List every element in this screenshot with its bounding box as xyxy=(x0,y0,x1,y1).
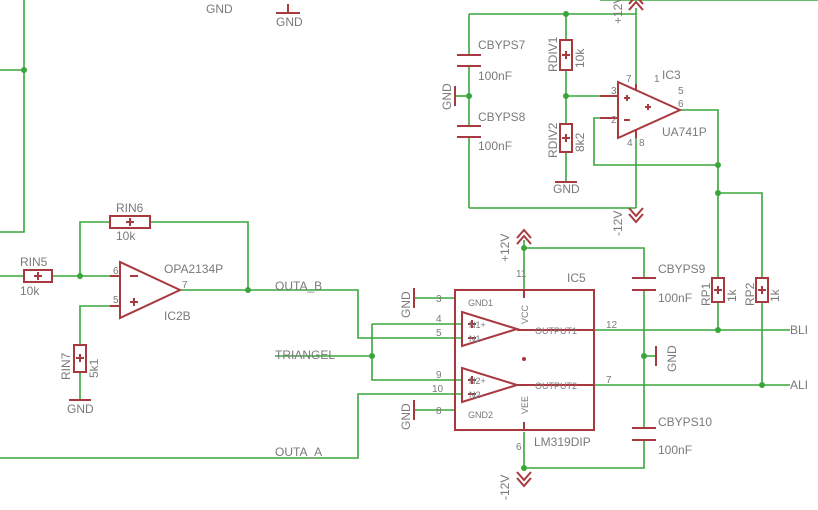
cbyps7-name: CBYPS7 xyxy=(478,38,526,52)
ic5-pin8: 8 xyxy=(436,406,442,417)
cbyps8-name: CBYPS8 xyxy=(478,110,526,124)
ic5-n2p-label: N2+ xyxy=(469,376,486,386)
opamp-ic2b xyxy=(110,260,183,320)
gnd-label-ic5-pin3: GND xyxy=(399,291,413,318)
ic3-name: IC3 xyxy=(662,68,681,82)
rin7-value: 5k1 xyxy=(87,358,101,378)
ic3-pin4: 4 xyxy=(627,138,633,149)
rin5-name: RIN5 xyxy=(20,255,48,269)
resistor-rp1 xyxy=(711,277,725,303)
ic3-pin2: 2 xyxy=(611,115,617,126)
ic5-vee-label: VEE xyxy=(520,396,530,414)
opamp-ic3 xyxy=(600,80,683,140)
ic2b-name: IC2B xyxy=(164,309,191,323)
gnd-label-caps-right: GND xyxy=(665,345,679,372)
ic5-output2-label: OUTPUT2 xyxy=(535,381,577,391)
rp2-name: RP2 xyxy=(743,282,757,306)
ic5-n1m-label: N1- xyxy=(469,334,484,344)
ic5-gnd1-label: GND1 xyxy=(468,298,493,308)
cbyps8-value: 100nF xyxy=(478,139,512,153)
capacitor-cbyps8 xyxy=(457,125,481,138)
ic3-pin8: 8 xyxy=(639,138,645,149)
cbyps9-value: 100nF xyxy=(658,291,692,305)
junctions xyxy=(21,11,765,471)
ic5-output1-label: OUTPUT1 xyxy=(535,326,577,336)
ic5-pin4: 4 xyxy=(436,314,442,325)
ic3-pin3: 3 xyxy=(611,86,617,97)
rin6-value: 10k xyxy=(116,229,136,243)
cbyps10-name: CBYPS10 xyxy=(658,415,712,429)
resistor-rdiv1 xyxy=(559,39,573,71)
resistor-rdiv2 xyxy=(559,123,573,153)
supply-label-ic5-plus: +12V xyxy=(498,234,512,262)
net-label-outa-b: OUTA_B xyxy=(275,279,322,293)
ic5-pin9: 9 xyxy=(436,370,442,381)
ic3-pin5: 5 xyxy=(678,86,684,97)
ic3-pin7: 7 xyxy=(626,74,632,85)
ic2b-pin7: 7 xyxy=(182,280,188,291)
rin5-value: 10k xyxy=(20,284,40,298)
rp1-name: RP1 xyxy=(699,282,713,306)
ic2b-part: OPA2134P xyxy=(164,262,223,276)
rp1-value: 1k xyxy=(725,288,739,302)
net-label-bli: BLI xyxy=(790,323,808,337)
cbyps7-value: 100nF xyxy=(478,69,512,83)
rdiv2-value: 8k2 xyxy=(573,132,587,152)
ic5-pin7: 7 xyxy=(606,375,612,386)
ic3-pin1: 1 xyxy=(654,74,660,85)
rp2-value: 1k xyxy=(768,288,782,302)
cbyps10-value: 100nF xyxy=(658,443,692,457)
gnd-label-top-left: GND xyxy=(206,2,233,16)
ic5-gnd2-label: GND2 xyxy=(468,410,493,420)
ic5-pin11: 11 xyxy=(516,269,527,280)
supply-label-ic3-minus: -12V xyxy=(611,211,625,236)
supply-arrow-ic5-plus xyxy=(516,228,532,245)
supply-arrow-ic3-minus xyxy=(628,207,644,224)
resistor-rin6 xyxy=(109,215,151,229)
ic5-pin3: 3 xyxy=(436,294,442,305)
ic2b-pin6: 6 xyxy=(113,266,119,277)
ic5-pin10: 10 xyxy=(432,384,444,395)
ic3-part: UA741P xyxy=(662,125,707,139)
ic5-pin5: 5 xyxy=(436,328,442,339)
ic5-name: IC5 xyxy=(567,271,586,285)
ic5-vcc-label: VCC xyxy=(520,304,530,324)
ic5-pin12: 12 xyxy=(606,320,618,331)
net-label-ali: ALI xyxy=(790,378,808,392)
rin6-name: RIN6 xyxy=(116,201,144,215)
resistor-rp2 xyxy=(755,277,769,303)
comparator-ic5 xyxy=(454,289,595,431)
gnd-label-top-mid: GND xyxy=(276,15,303,29)
supply-arrow-ic3-plus xyxy=(628,0,644,11)
ic3-pin6: 6 xyxy=(678,99,684,110)
gnd-symbol-top xyxy=(276,4,300,14)
ic5-n2m-label: N2- xyxy=(469,390,484,400)
gnd-label-rin7: GND xyxy=(67,402,94,416)
ic5-pin6: 6 xyxy=(516,442,522,453)
supply-label-ic5-minus: -12V xyxy=(498,475,512,500)
supply-label-ic3-plus: +12V xyxy=(611,0,625,24)
resistor-rin5 xyxy=(23,269,53,283)
capacitor-cbyps7 xyxy=(457,54,481,67)
gnd-label-caps-left: GND xyxy=(440,83,454,110)
ic5-n1p-label: N1+ xyxy=(469,320,486,330)
net-label-triangel: TRIANGEL xyxy=(275,348,335,362)
capacitor-cbyps9 xyxy=(632,277,656,291)
net-label-outa-a: OUTA_A xyxy=(275,445,322,459)
capacitor-cbyps10 xyxy=(632,427,656,441)
supply-arrow-ic5-minus xyxy=(516,471,532,488)
rdiv1-value: 10k xyxy=(573,48,587,68)
gnd-label-rdiv: GND xyxy=(553,182,580,196)
ic5-part: LM319DIP xyxy=(534,435,591,449)
ic2b-pin5: 5 xyxy=(113,295,119,306)
gnd-label-ic5-pin8: GND xyxy=(399,403,413,430)
rdiv1-name: RDIV1 xyxy=(546,36,560,72)
rin7-name: RIN7 xyxy=(59,352,73,380)
cbyps9-name: CBYPS9 xyxy=(658,262,706,276)
resistor-rin7 xyxy=(73,344,87,373)
rdiv2-name: RDIV2 xyxy=(546,122,560,158)
